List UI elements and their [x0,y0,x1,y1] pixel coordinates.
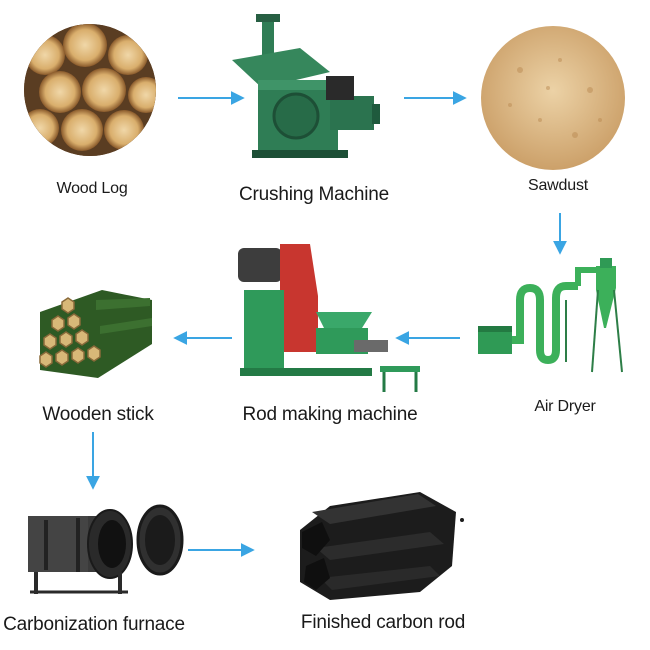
label-wooden-stick: Wooden stick [42,404,154,425]
wood-log-image [24,24,156,156]
finished-carbon-rod-image [300,492,464,600]
label-wood-log: Wood Log [56,180,128,197]
label-crushing-machine: Crushing Machine [239,184,389,205]
wooden-stick-image [39,290,152,378]
label-carbonization-furnace: Carbonization furnace [3,614,185,635]
crushing-machine-image [232,14,380,158]
sawdust-image [481,26,625,170]
label-rod-making-machine: Rod making machine [242,404,418,425]
label-sawdust: Sawdust [528,177,588,194]
label-air-dryer: Air Dryer [534,398,596,415]
label-finished-carbon-rod: Finished carbon rod [300,612,466,633]
air-dryer-image [478,258,623,373]
carbonization-furnace-image [28,504,184,594]
rod-making-machine-image [238,244,420,392]
